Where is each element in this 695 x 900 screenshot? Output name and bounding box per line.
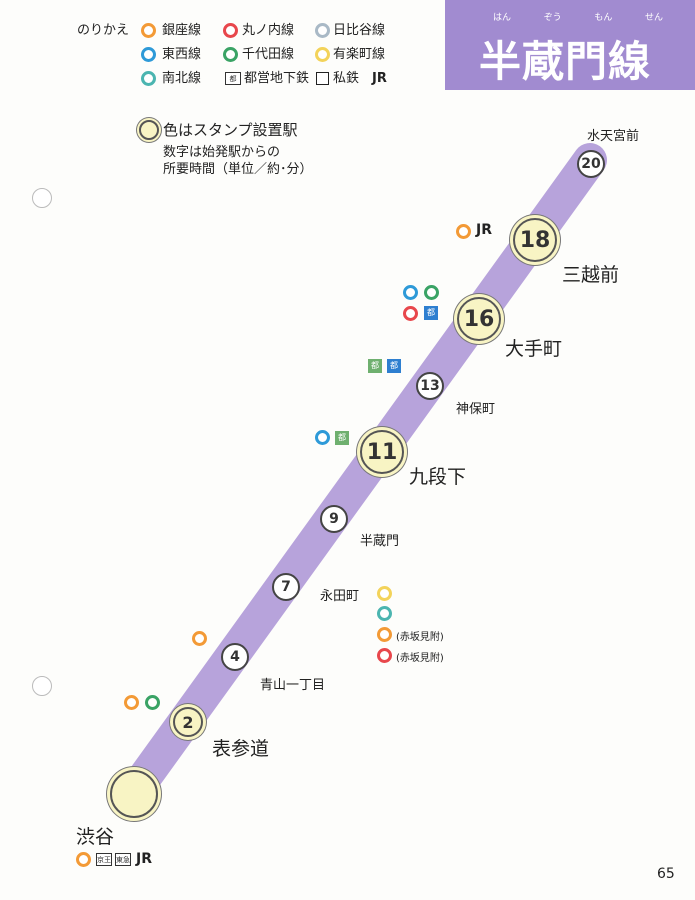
shibuya-jr-label: JR: [136, 851, 152, 867]
toei-subway-icon: 都: [225, 72, 241, 85]
transfer-jr-label: JR: [476, 222, 492, 238]
station-jimbocho-marker[interactable]: 13: [416, 372, 444, 400]
transfer-toei-mita-icon: 都: [424, 306, 438, 320]
station-omotesando-label: 表参道: [212, 738, 270, 760]
binder-hole-bottom: [32, 676, 52, 696]
station-aoyama-itchome-label: 青山一丁目: [260, 678, 326, 693]
legend-yurakucho: 有楽町線: [333, 47, 386, 62]
station-aoyama-itchome-marker[interactable]: 4: [221, 643, 249, 671]
akasaka-mitsuke-label-2: (赤坂見附): [396, 653, 444, 664]
station-suitengumae-marker[interactable]: 20: [577, 150, 605, 178]
station-nagatacho-label: 永田町: [320, 589, 360, 604]
transfer-ginza-icon-4: [124, 695, 139, 710]
ginza-line-icon: [141, 23, 156, 38]
chiyoda-line-icon: [223, 47, 238, 62]
transfer-yurakucho-icon: [377, 586, 392, 601]
legend-tozai: 東西線: [162, 47, 202, 62]
yurakucho-line-icon: [315, 47, 330, 62]
legend-header: のりかえ: [77, 23, 130, 38]
station-mitsukoshimae-marker[interactable]: 18: [513, 218, 557, 262]
title-ruby: はん ぞう もん せん: [493, 13, 663, 23]
station-hanzomon-marker[interactable]: 9: [320, 505, 348, 533]
tokyu-line-icon: 東急: [115, 853, 131, 866]
marunouchi-line-icon: [223, 23, 238, 38]
station-kudanshita-label: 九段下: [409, 466, 467, 488]
station-suitengumae-label: 水天宮前: [587, 129, 640, 144]
akasaka-mitsuke-label-1: (赤坂見附): [396, 632, 444, 643]
station-jimbocho-label: 神保町: [456, 402, 496, 417]
station-shibuya-label: 渋谷: [76, 826, 115, 848]
transfer-ginza-icon-5: [76, 852, 91, 867]
transfer-ginza-icon: [456, 224, 471, 239]
transfer-toei-shinjuku-icon: 都: [368, 359, 382, 373]
namboku-line-icon: [141, 71, 156, 86]
transfer-tozai-icon-2: [315, 430, 330, 445]
legend-toei: 都営地下鉄: [244, 71, 310, 86]
transfer-tozai-icon: [403, 285, 418, 300]
tozai-line-icon: [141, 47, 156, 62]
legend-namboku: 南北線: [162, 71, 202, 86]
keio-line-icon: 京王: [96, 853, 112, 866]
station-hanzomon-label: 半蔵門: [360, 534, 400, 549]
legend-marunouchi: 丸ノ内線: [242, 23, 295, 38]
transfer-chiyoda-icon-2: [145, 695, 160, 710]
station-otemachi-label: 大手町: [505, 338, 563, 360]
station-omotesando-marker[interactable]: 2: [173, 707, 203, 737]
page-number: 65: [657, 866, 675, 882]
transfer-chiyoda-icon: [424, 285, 439, 300]
transfer-marunouchi-icon-2: [377, 648, 392, 663]
transfer-ginza-icon-2: [377, 627, 392, 642]
binder-hole-top: [32, 188, 52, 208]
transfer-ginza-icon-3: [192, 631, 207, 646]
legend-chiyoda: 千代田線: [242, 47, 295, 62]
page-title: 半蔵門線: [479, 37, 652, 86]
time-note-2: 所要時間（単位／約･分）: [163, 162, 313, 177]
stamp-station-icon: [139, 120, 159, 140]
station-otemachi-marker[interactable]: 16: [457, 297, 501, 341]
legend-ginza: 銀座線: [162, 23, 202, 38]
time-note-1: 数字は始発駅からの: [163, 145, 281, 160]
legend-jr: JR: [372, 71, 387, 86]
legend-private: 私鉄: [333, 71, 360, 86]
title-banner: はん ぞう もん せん 半蔵門線: [445, 0, 695, 90]
transfer-toei-mita-icon-2: 都: [387, 359, 401, 373]
station-kudanshita-marker[interactable]: 11: [360, 430, 404, 474]
transfer-namboku-icon: [377, 606, 392, 621]
station-shibuya-marker[interactable]: [110, 770, 158, 818]
station-nagatacho-marker[interactable]: 7: [272, 573, 300, 601]
transfer-marunouchi-icon: [403, 306, 418, 321]
private-railway-icon: [316, 72, 329, 85]
station-mitsukoshimae-label: 三越前: [562, 264, 620, 286]
stamp-note: 色はスタンプ設置駅: [163, 121, 298, 139]
legend-hibiya: 日比谷線: [333, 23, 386, 38]
transfer-toei-shinjuku-icon-2: 都: [335, 431, 349, 445]
hibiya-line-icon: [315, 23, 330, 38]
